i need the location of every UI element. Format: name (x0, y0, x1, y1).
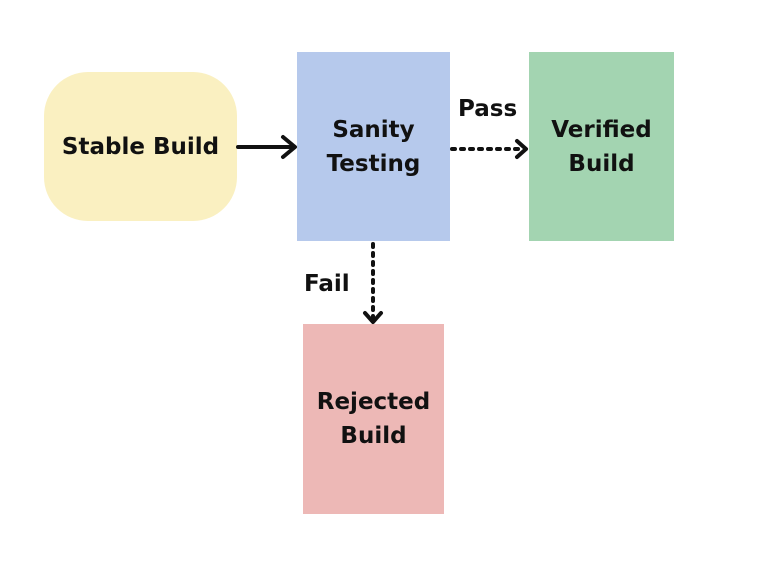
verified-build-label: Verified Build (551, 116, 652, 177)
stable-to-sanity-arrowhead (281, 135, 297, 159)
fail-edge-label: Fail (304, 271, 350, 297)
rejected-build-node: Rejected Build (303, 324, 444, 514)
sanity-testing-label: Sanity Testing (326, 116, 421, 177)
rejected-build-label: Rejected Build (316, 389, 431, 449)
stable-build-label: Stable Build (61, 133, 220, 160)
pass-edge-label: Pass (458, 96, 518, 122)
fail-arrowhead (363, 311, 383, 324)
verified-build-node: Verified Build (529, 52, 674, 241)
pass-arrowhead (515, 139, 528, 159)
sanity-testing-node: Sanity Testing (297, 52, 450, 241)
stable-build-node: Stable Build (44, 72, 237, 221)
